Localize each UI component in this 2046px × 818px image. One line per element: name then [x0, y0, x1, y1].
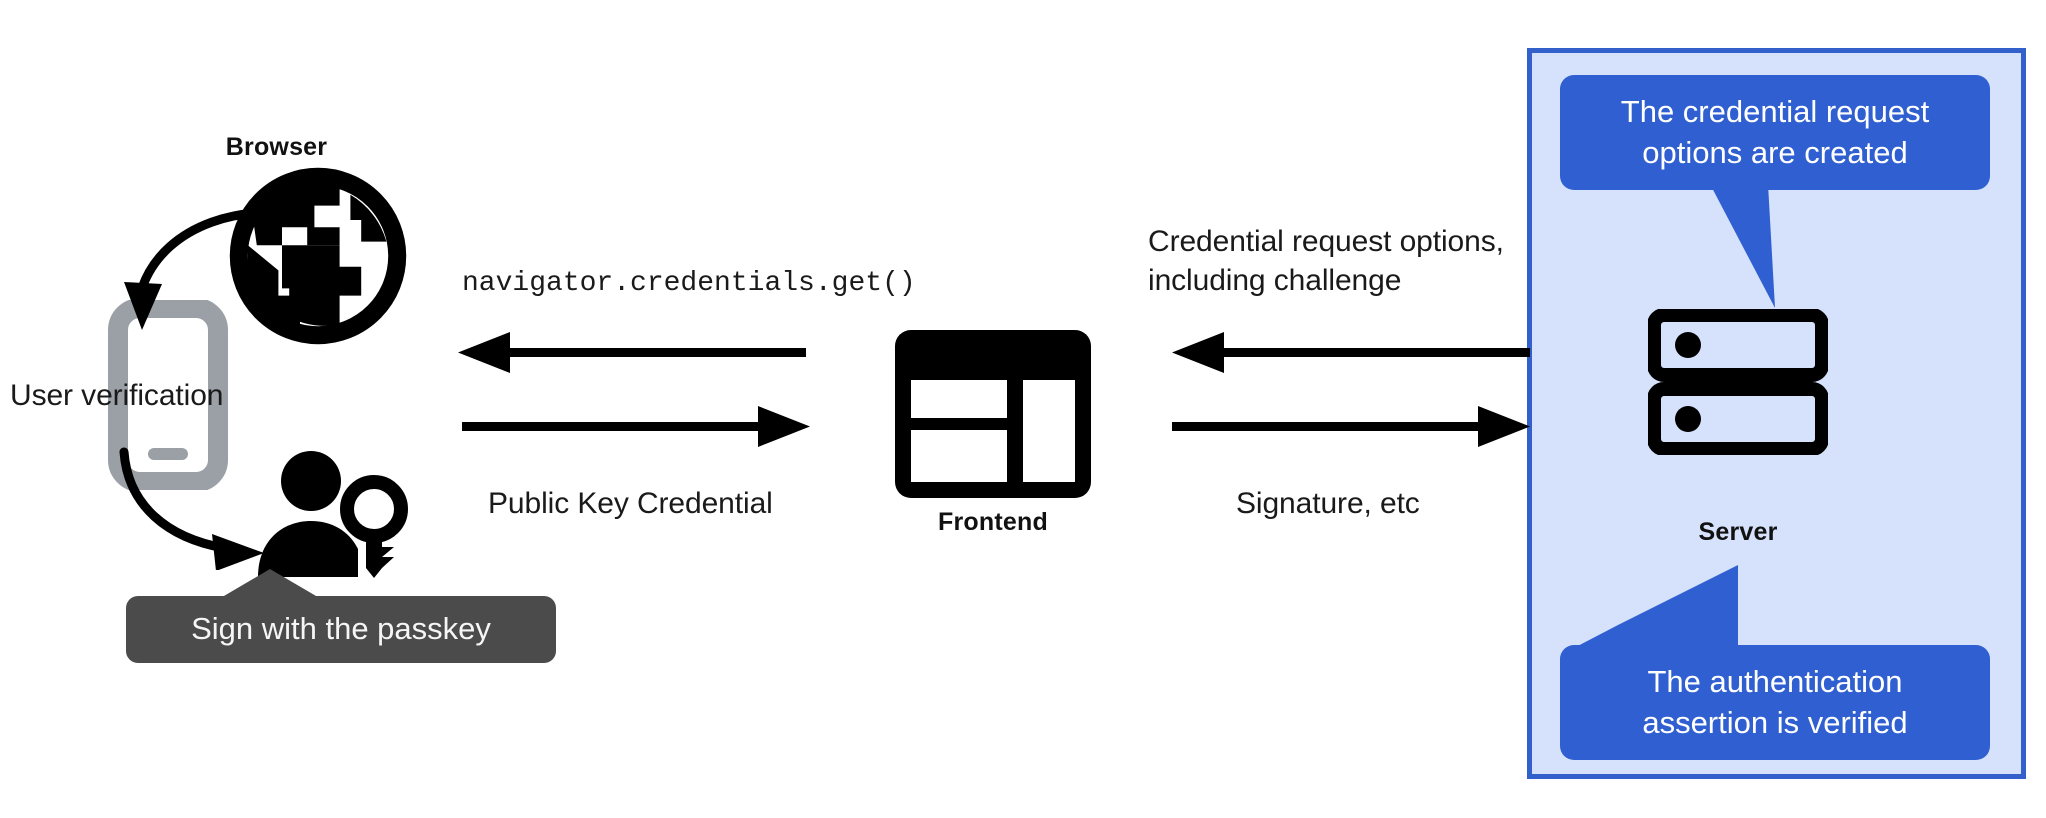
server-callout-bottom-text: The authentication assertion is verified: [1560, 645, 1990, 760]
tooltip-tail: [212, 569, 328, 603]
sign-passkey-tooltip-text: Sign with the passkey: [126, 596, 556, 663]
server-callout-top-text: The credential request options are creat…: [1560, 75, 1990, 190]
navigator-credentials-get-label: navigator.credentials.get(): [462, 268, 916, 299]
signature-etc-label: Signature, etc: [1236, 487, 1420, 520]
callout-bottom-tail: [1570, 565, 1738, 650]
public-key-credential-label: Public Key Credential: [488, 487, 773, 520]
frontend-label: Frontend: [938, 508, 1048, 536]
phone-to-user-arrow: [112, 440, 322, 570]
server-label: Server: [1698, 518, 1778, 546]
callout-top-tail: [1570, 184, 1775, 308]
browser-to-phone-arrow: [80, 208, 310, 348]
credential-request-options-label: Credential request options, including ch…: [1148, 225, 1504, 297]
user-verification-label: User verification: [10, 379, 224, 412]
server-racks-icon: [1648, 309, 1828, 455]
smartphone-icon: [108, 300, 228, 490]
sign-passkey-tooltip: Sign with the passkey: [126, 569, 556, 671]
frontend-to-server-arrow: [1172, 406, 1530, 448]
server-to-frontend-arrow: [1172, 332, 1530, 374]
frontend-to-browser-arrow: [458, 332, 806, 374]
browser-label: Browser: [225, 133, 328, 161]
server-callout-top: The credential request options are creat…: [1560, 75, 1990, 308]
server-callout-bottom: The authentication assertion is verified: [1560, 565, 1990, 760]
globe-icon: [228, 166, 408, 346]
person-with-key-icon: [248, 445, 408, 585]
browser-to-frontend-arrow: [462, 406, 810, 448]
browser-window-icon: [895, 330, 1091, 498]
